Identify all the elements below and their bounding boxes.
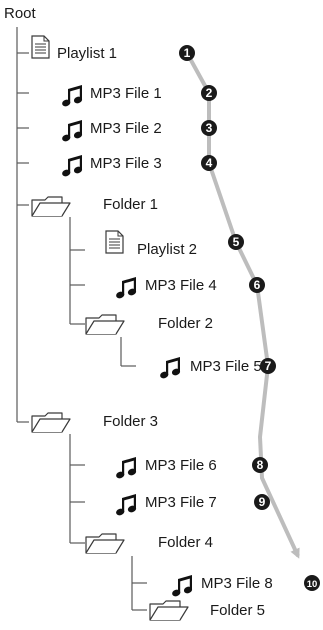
node-label-playlist-1: Playlist 1 (57, 45, 118, 62)
order-badge-number: 2 (206, 86, 213, 100)
order-badge-number: 1 (184, 46, 191, 60)
order-badge-number: 5 (233, 235, 240, 249)
node-label-mp3-file-1: MP3 File 1 (90, 85, 162, 102)
music-note-icon (116, 457, 137, 479)
order-badge-number: 8 (257, 458, 264, 472)
order-badge-number: 3 (206, 121, 213, 135)
folder-icon (31, 196, 71, 217)
root-label: Root (4, 5, 36, 22)
order-badge-number: 10 (307, 579, 318, 590)
order-badge: 7 (260, 358, 276, 374)
order-badge: 1 (179, 45, 195, 61)
tree-connector-lines (16, 27, 147, 611)
playback-order-badges: 1 2 3 4 5 6 7 8 9 10 (179, 45, 320, 591)
order-badge: 3 (201, 120, 217, 136)
tree-icons (31, 35, 193, 621)
node-label-mp3-file-3: MP3 File 3 (90, 155, 162, 172)
order-badge: 9 (254, 494, 270, 510)
playlist-icon (105, 230, 124, 254)
order-badge: 2 (201, 85, 217, 101)
music-note-icon (62, 155, 83, 177)
folder-icon (149, 600, 189, 621)
folder-icon (85, 533, 125, 554)
node-label-folder-1: Folder 1 (103, 196, 159, 213)
order-badge-number: 6 (254, 278, 261, 292)
order-badge-number: 9 (259, 495, 266, 509)
order-badge: 8 (252, 457, 268, 473)
music-note-icon (116, 494, 137, 516)
order-badge-number: 4 (206, 156, 213, 170)
order-badge: 5 (228, 234, 244, 250)
folder-icon (85, 314, 125, 335)
node-label-mp3-file-7: MP3 File 7 (145, 494, 217, 511)
node-label-folder-3: Folder 3 (103, 413, 159, 430)
node-label-folder-4: Folder 4 (158, 534, 214, 551)
node-label-playlist-2: Playlist 2 (137, 241, 198, 258)
music-note-icon (62, 120, 83, 142)
music-note-icon (62, 85, 83, 107)
node-label-folder-2: Folder 2 (158, 315, 214, 332)
order-badge: 6 (249, 277, 265, 293)
music-note-icon (172, 575, 193, 597)
order-badge: 10 (304, 575, 320, 591)
music-note-icon (160, 357, 181, 379)
node-label-mp3-file-8: MP3 File 8 (201, 575, 273, 592)
playlist-icon (31, 35, 50, 59)
node-label-mp3-file-5: MP3 File 5 (190, 358, 262, 375)
node-label-mp3-file-2: MP3 File 2 (90, 120, 162, 137)
node-label-folder-5: Folder 5 (210, 602, 266, 619)
node-label-mp3-file-4: MP3 File 4 (145, 277, 217, 294)
music-note-icon (116, 277, 137, 299)
order-badge: 4 (201, 155, 217, 171)
order-badge-number: 7 (265, 359, 272, 373)
node-label-mp3-file-6: MP3 File 6 (145, 457, 217, 474)
folder-icon (31, 412, 71, 433)
